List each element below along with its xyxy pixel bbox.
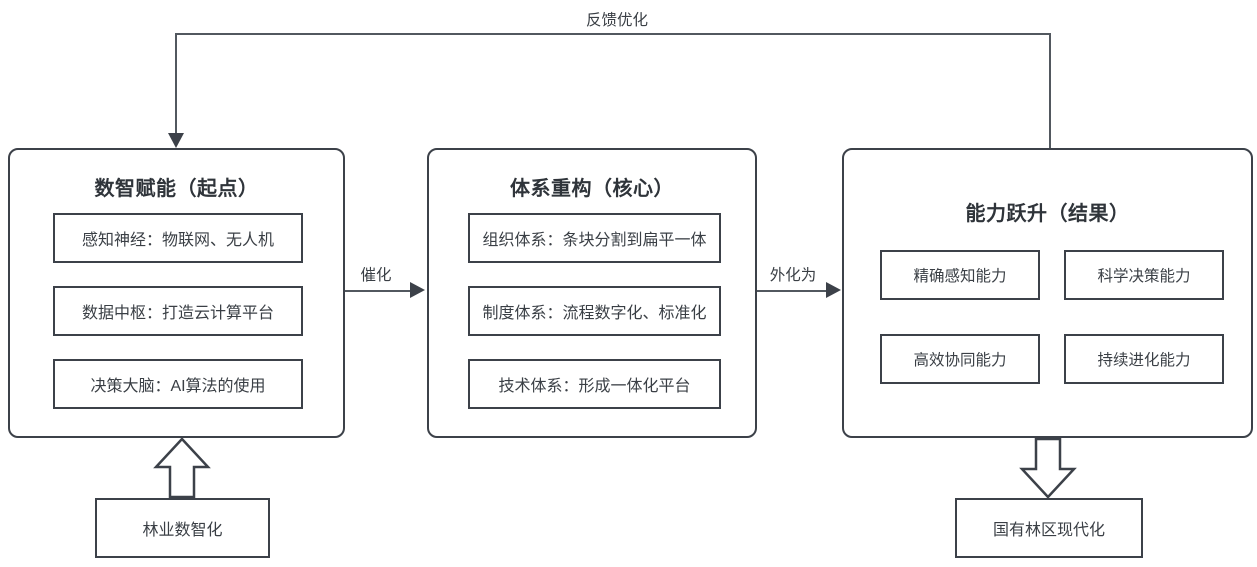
stage-restructure-title: 体系重构（核心） xyxy=(510,178,674,200)
stage-enable-title: 数智赋能（起点） xyxy=(94,178,259,200)
stage-capability-item-1[interactable]: 精确感知能力 xyxy=(880,250,1040,300)
output-node[interactable]: 国有林区现代化 xyxy=(955,498,1143,558)
feedback-line-right-vertical xyxy=(1049,33,1051,148)
feedback-line-left-vertical xyxy=(175,33,177,133)
output-block-arrow-down-icon xyxy=(1018,437,1078,499)
stage-enable-item-2[interactable]: 数据中枢：打造云计算平台 xyxy=(53,286,303,336)
edge-restructure-to-capability xyxy=(757,290,828,292)
edge-enable-to-restructure-arrowhead-icon xyxy=(410,282,425,298)
stage-capability-item-4[interactable]: 持续进化能力 xyxy=(1064,334,1224,384)
stage-capability-item-3[interactable]: 高效协同能力 xyxy=(880,334,1040,384)
stage-capability[interactable]: 能力跃升（结果） 精确感知能力 科学决策能力 高效协同能力 持续进化能力 xyxy=(842,148,1253,438)
feedback-arrowhead-icon xyxy=(168,133,184,148)
stage-restructure-item-2[interactable]: 制度体系：流程数字化、标准化 xyxy=(468,286,721,336)
stage-enable[interactable]: 数智赋能（起点） 感知神经：物联网、无人机 数据中枢：打造云计算平台 决策大脑：… xyxy=(8,148,345,438)
stage-restructure-item-1[interactable]: 组织体系：条块分割到扁平一体 xyxy=(468,213,721,263)
stage-restructure-item-3[interactable]: 技术体系：形成一体化平台 xyxy=(468,359,721,409)
input-block-arrow-up-icon xyxy=(152,437,212,499)
edge-restructure-to-capability-label: 外化为 xyxy=(769,267,817,284)
stage-capability-title: 能力跃升（结果） xyxy=(965,203,1130,225)
stage-enable-item-3[interactable]: 决策大脑：AI算法的使用 xyxy=(53,359,303,409)
edge-enable-to-restructure xyxy=(345,290,412,292)
stage-capability-item-2[interactable]: 科学决策能力 xyxy=(1064,250,1224,300)
input-node[interactable]: 林业数智化 xyxy=(95,498,270,558)
feedback-label: 反馈优化 xyxy=(585,12,648,29)
stage-restructure[interactable]: 体系重构（核心） 组织体系：条块分割到扁平一体 制度体系：流程数字化、标准化 技… xyxy=(427,148,757,438)
stage-enable-item-1[interactable]: 感知神经：物联网、无人机 xyxy=(53,213,303,263)
feedback-line-top-horizontal xyxy=(175,33,1051,35)
edge-enable-to-restructure-label: 催化 xyxy=(360,267,392,284)
edge-restructure-to-capability-arrowhead-icon xyxy=(826,282,841,298)
